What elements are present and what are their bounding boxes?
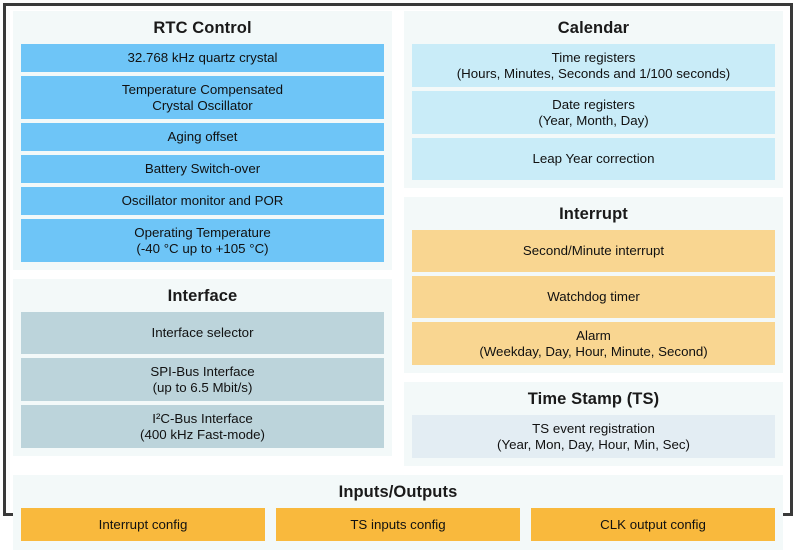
- io-item-clk-output-config[interactable]: CLK output config: [531, 508, 775, 541]
- interface-item-selector-line1: Interface selector: [151, 325, 254, 341]
- time-stamp-items: TS event registration (Year, Mon, Day, H…: [412, 415, 775, 458]
- rtc-item-tcxo-line1: Temperature Compensated: [121, 82, 284, 97]
- interrupt-item-second-minute-line1: Second/Minute interrupt: [522, 243, 665, 259]
- rtc-item-tcxo-line2: Crystal Oscillator: [152, 97, 253, 113]
- time-stamp-item-event-registration[interactable]: TS event registration (Year, Mon, Day, H…: [412, 415, 775, 458]
- interface-item-i2c-bus-line2: (400 kHz Fast-mode): [140, 426, 265, 442]
- io-item-ts-inputs-config[interactable]: TS inputs config: [276, 508, 520, 541]
- rtc-control-items: 32.768 kHz quartz crystal Temperature Co…: [21, 44, 384, 262]
- rtc-item-operating-temperature-line1: Operating Temperature: [134, 225, 271, 240]
- io-item-clk-output-config-line1: CLK output config: [600, 516, 706, 532]
- interface-item-spi-bus-line2: (up to 6.5 Mbit/s): [152, 379, 253, 395]
- calendar-item-time-registers-line1: Time registers: [551, 50, 636, 65]
- calendar-item-time-registers[interactable]: Time registers (Hours, Minutes, Seconds …: [412, 44, 775, 87]
- calendar-item-date-registers[interactable]: Date registers (Year, Month, Day): [412, 91, 775, 134]
- time-stamp-item-event-registration-line2: (Year, Mon, Day, Hour, Min, Sec): [497, 436, 690, 452]
- panel-interrupt: Interrupt Second/Minute interrupt Watchd…: [404, 197, 783, 373]
- interrupt-item-watchdog-timer-line1: Watchdog timer: [547, 289, 640, 305]
- diagram-columns: RTC Control 32.768 kHz quartz crystal Te…: [13, 11, 783, 466]
- io-item-interrupt-config-line1: Interrupt config: [98, 516, 188, 532]
- panel-title-calendar: Calendar: [557, 19, 630, 37]
- rtc-item-oscillator-monitor-por-line1: Oscillator monitor and POR: [121, 193, 284, 209]
- interface-item-spi-bus[interactable]: SPI-Bus Interface (up to 6.5 Mbit/s): [21, 358, 384, 401]
- calendar-item-leap-year-correction[interactable]: Leap Year correction: [412, 138, 775, 180]
- panel-title-rtc-control: RTC Control: [153, 19, 252, 37]
- rtc-item-battery-switch-over-line1: Battery Switch-over: [144, 161, 261, 177]
- interrupt-item-second-minute[interactable]: Second/Minute interrupt: [412, 230, 775, 272]
- panel-time-stamp: Time Stamp (TS) TS event registration (Y…: [404, 382, 783, 466]
- rtc-item-tcxo[interactable]: Temperature Compensated Crystal Oscillat…: [21, 76, 384, 119]
- diagram-frame: RTC Control 32.768 kHz quartz crystal Te…: [3, 3, 793, 550]
- rtc-item-battery-switch-over[interactable]: Battery Switch-over: [21, 155, 384, 183]
- time-stamp-item-event-registration-line1: TS event registration: [532, 421, 655, 436]
- interrupt-item-alarm[interactable]: Alarm (Weekday, Day, Hour, Minute, Secon…: [412, 322, 775, 365]
- interface-item-spi-bus-line1: SPI-Bus Interface: [150, 364, 255, 379]
- inputs-outputs-items: Interrupt config TS inputs config CLK ou…: [21, 508, 775, 541]
- panel-title-inputs-outputs: Inputs/Outputs: [338, 483, 458, 501]
- rtc-item-quartz-crystal-line1: 32.768 kHz quartz crystal: [127, 50, 278, 66]
- rtc-item-operating-temperature[interactable]: Operating Temperature (-40 °C up to +105…: [21, 219, 384, 262]
- calendar-item-date-registers-line2: (Year, Month, Day): [538, 112, 649, 128]
- rtc-item-operating-temperature-line2: (-40 °C up to +105 °C): [136, 240, 269, 256]
- interrupt-item-alarm-line2: (Weekday, Day, Hour, Minute, Second): [479, 343, 708, 359]
- interface-item-i2c-bus-line1: I²C-Bus Interface: [152, 411, 253, 426]
- interface-item-i2c-bus[interactable]: I²C-Bus Interface (400 kHz Fast-mode): [21, 405, 384, 448]
- calendar-items: Time registers (Hours, Minutes, Seconds …: [412, 44, 775, 180]
- panel-title-time-stamp: Time Stamp (TS): [527, 390, 660, 408]
- io-item-ts-inputs-config-line1: TS inputs config: [350, 516, 446, 532]
- panel-rtc-control: RTC Control 32.768 kHz quartz crystal Te…: [13, 11, 392, 270]
- calendar-item-leap-year-correction-line1: Leap Year correction: [532, 151, 655, 167]
- rtc-item-aging-offset-line1: Aging offset: [167, 129, 238, 145]
- panel-inputs-outputs: Inputs/Outputs Interrupt config TS input…: [13, 475, 783, 550]
- io-item-interrupt-config[interactable]: Interrupt config: [21, 508, 265, 541]
- left-column: RTC Control 32.768 kHz quartz crystal Te…: [13, 11, 392, 466]
- rtc-item-aging-offset[interactable]: Aging offset: [21, 123, 384, 151]
- interface-items: Interface selector SPI-Bus Interface (up…: [21, 312, 384, 448]
- diagram-content: RTC Control 32.768 kHz quartz crystal Te…: [6, 6, 790, 550]
- right-column: Calendar Time registers (Hours, Minutes,…: [404, 11, 783, 466]
- panel-interface: Interface Interface selector SPI-Bus Int…: [13, 279, 392, 456]
- panel-title-interrupt: Interrupt: [559, 205, 628, 223]
- interrupt-item-watchdog-timer[interactable]: Watchdog timer: [412, 276, 775, 318]
- rtc-item-quartz-crystal[interactable]: 32.768 kHz quartz crystal: [21, 44, 384, 72]
- panel-title-interface: Interface: [167, 287, 238, 305]
- interrupt-items: Second/Minute interrupt Watchdog timer A…: [412, 230, 775, 365]
- rtc-item-oscillator-monitor-por[interactable]: Oscillator monitor and POR: [21, 187, 384, 215]
- interrupt-item-alarm-line1: Alarm: [576, 328, 611, 343]
- interface-item-selector[interactable]: Interface selector: [21, 312, 384, 354]
- calendar-item-date-registers-line1: Date registers: [552, 97, 635, 112]
- calendar-item-time-registers-line2: (Hours, Minutes, Seconds and 1/100 secon…: [456, 65, 731, 81]
- panel-calendar: Calendar Time registers (Hours, Minutes,…: [404, 11, 783, 188]
